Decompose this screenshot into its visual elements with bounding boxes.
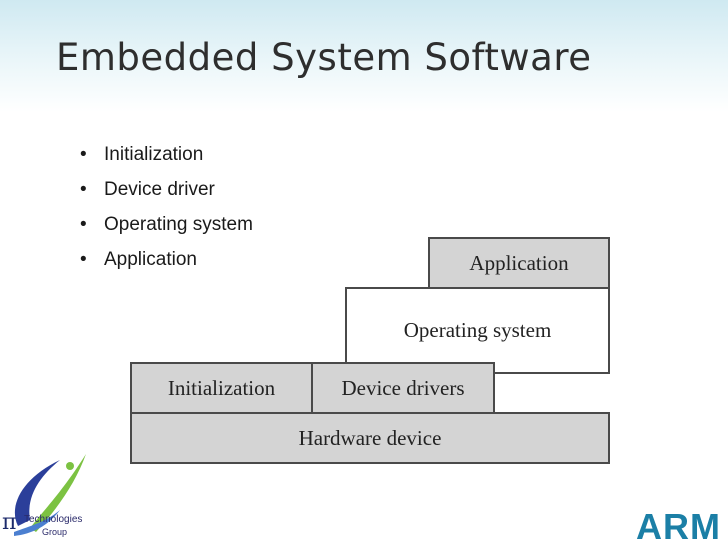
bullet-item: Device driver bbox=[80, 178, 253, 213]
arm-logo: ARM bbox=[636, 506, 721, 547]
operating-system-layer-box: Operating system bbox=[345, 287, 610, 374]
bullet-list: Initialization Device driver Operating s… bbox=[80, 143, 253, 283]
pi-symbol: π bbox=[2, 510, 17, 535]
bullet-item: Application bbox=[80, 248, 253, 283]
initialization-layer-box: Initialization bbox=[130, 362, 313, 414]
logo-text-group: Group bbox=[42, 527, 68, 537]
device-drivers-layer-box: Device drivers bbox=[311, 362, 495, 414]
hardware-device-layer-box: Hardware device bbox=[130, 412, 610, 464]
slide-title: Embedded System Software bbox=[56, 36, 592, 79]
bullet-item: Operating system bbox=[80, 213, 253, 248]
slide-header-band bbox=[0, 0, 728, 112]
application-layer-box: Application bbox=[428, 237, 610, 289]
pi-technologies-logo bbox=[14, 454, 86, 536]
bullet-item: Initialization bbox=[80, 143, 253, 178]
logo-text-technologies: Technologies bbox=[24, 514, 83, 525]
